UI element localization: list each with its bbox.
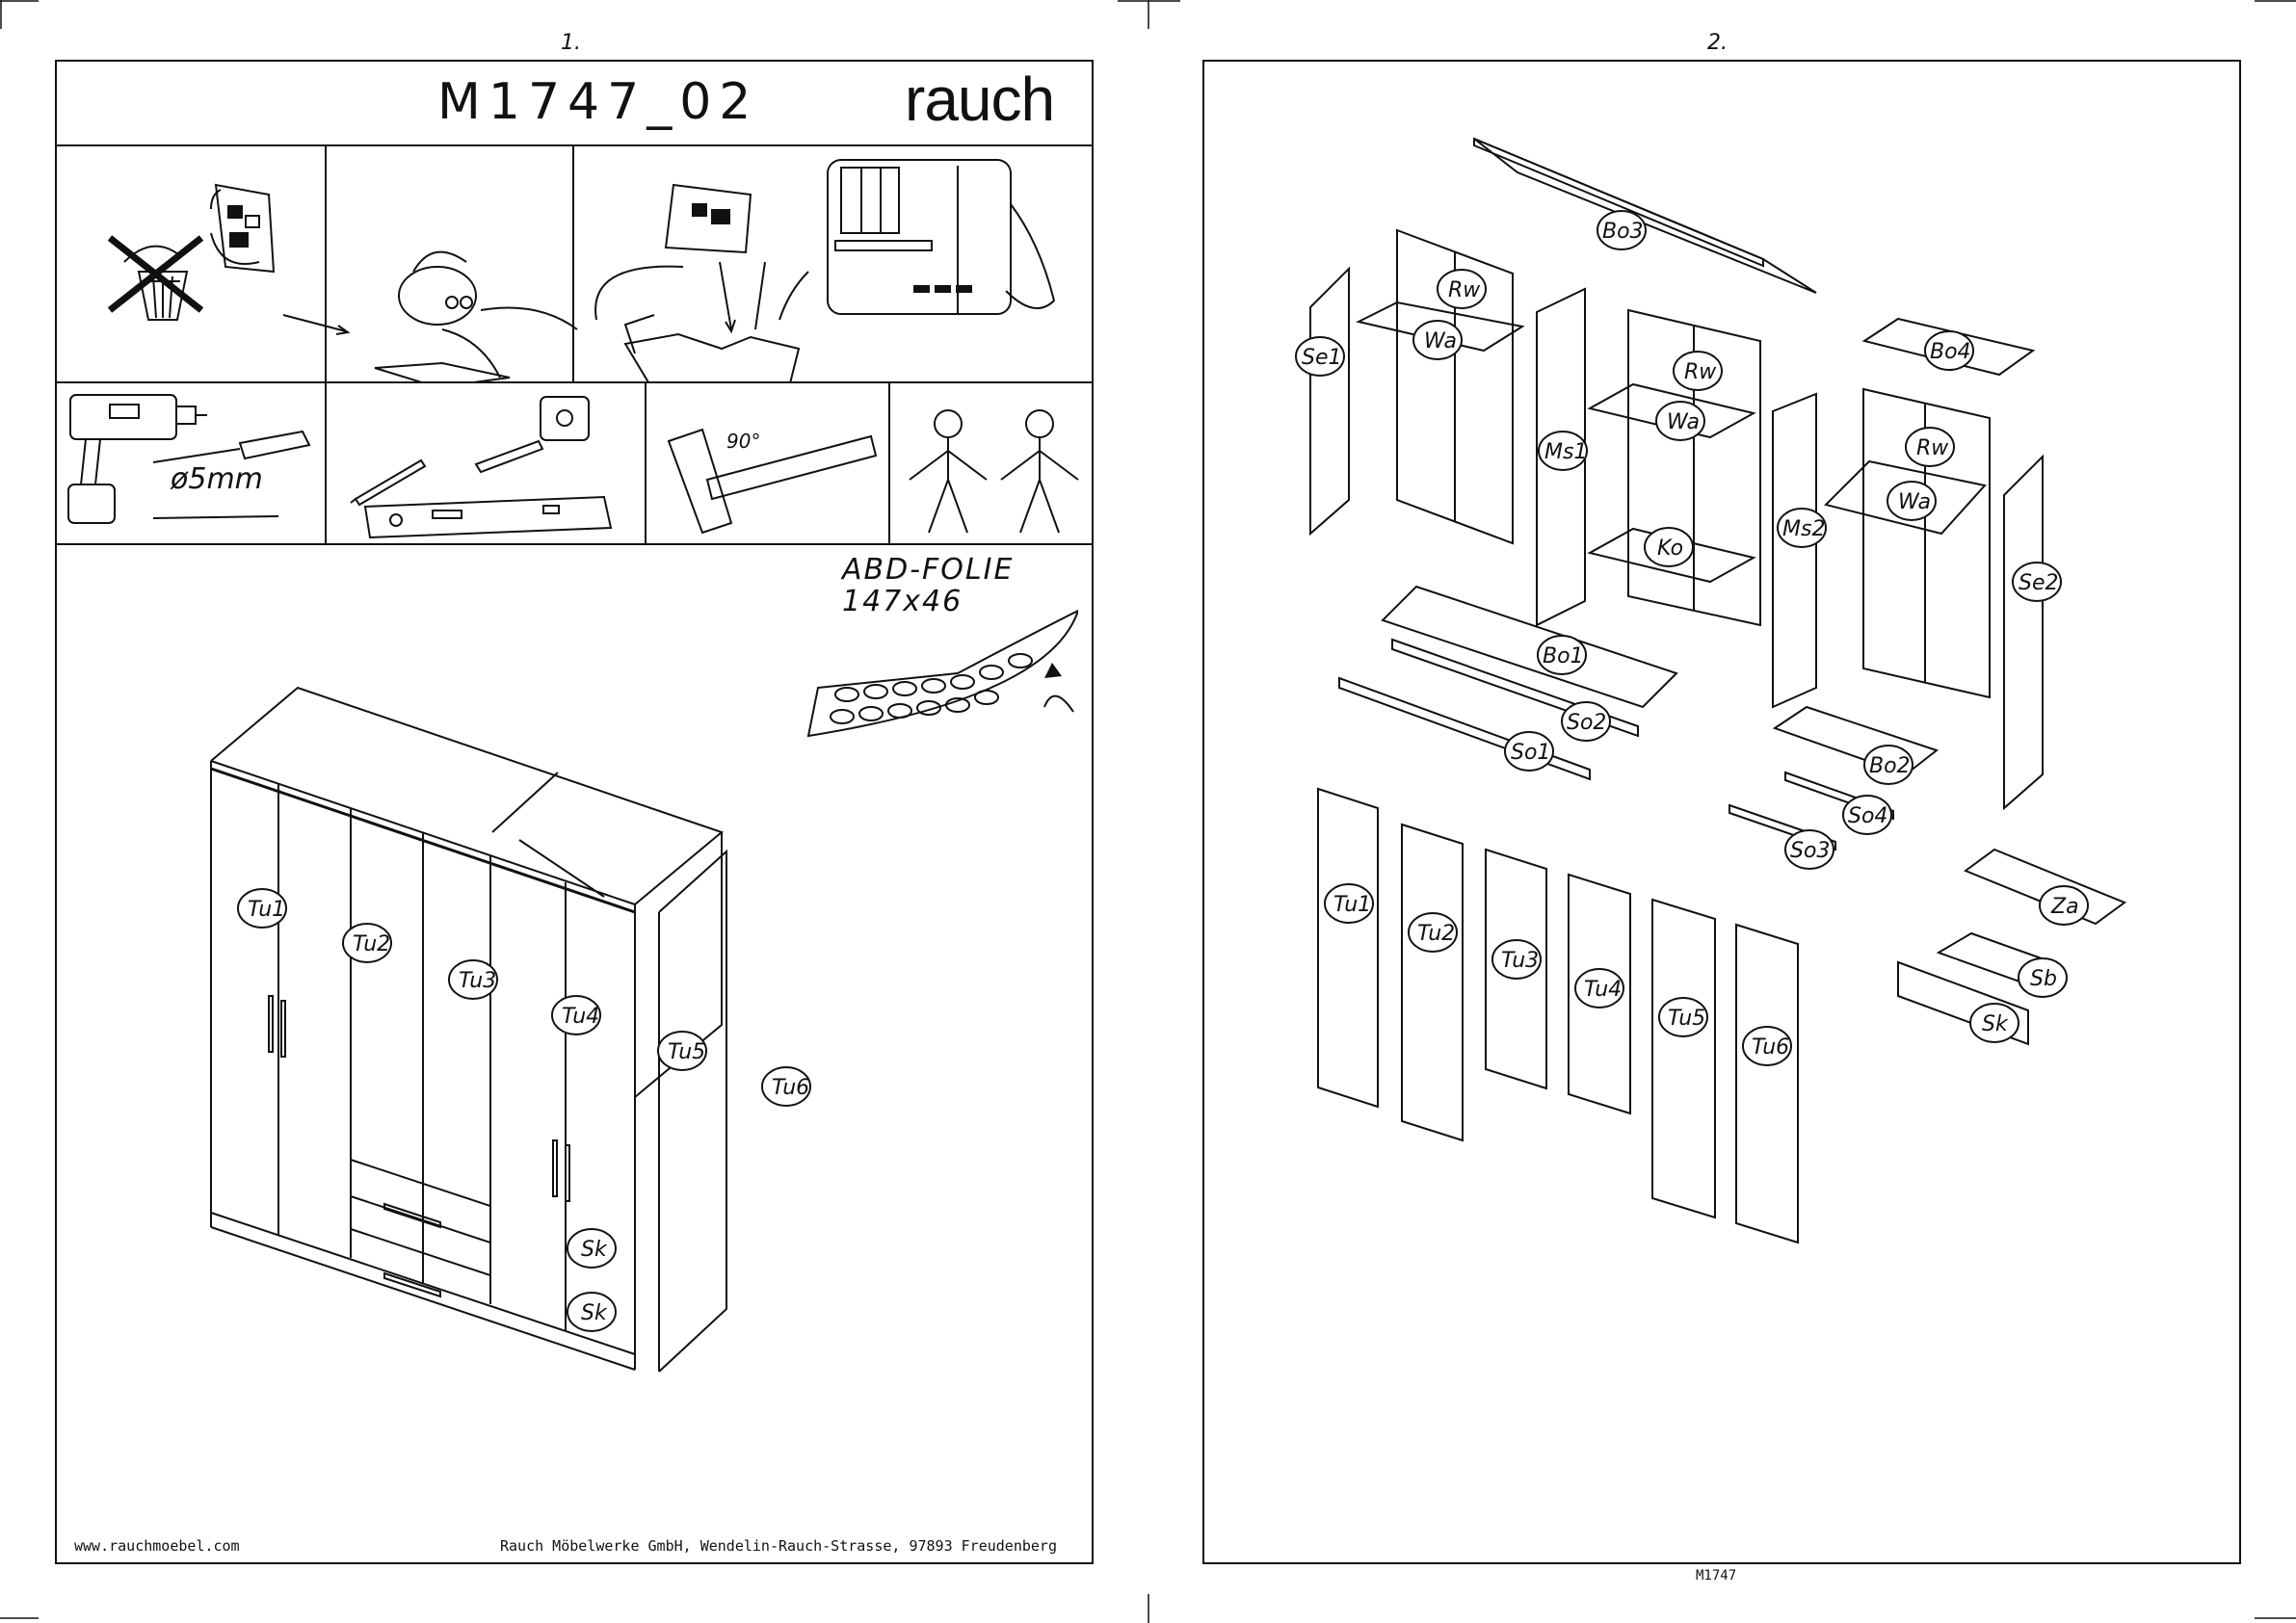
door-label-tu4: Tu4 [562, 1005, 599, 1029]
part-label-tu4: Tu4 [1584, 978, 1622, 1002]
door-label-tu6: Tu6 [772, 1076, 809, 1100]
part-label-tu5: Tu5 [1668, 1007, 1705, 1031]
part-label-wa-2: Wa [1667, 410, 1700, 434]
part-label-wa-3: Wa [1898, 490, 1931, 514]
part-label-so1: So1 [1511, 741, 1550, 765]
part-label-tu6: Tu6 [1752, 1035, 1789, 1060]
part-label-ko: Ko [1657, 537, 1683, 561]
door-label-tu3: Tu3 [459, 969, 496, 993]
part-label-ms1: Ms1 [1544, 440, 1587, 464]
door-label-tu2: Tu2 [353, 932, 390, 956]
page-number-1: 1. [561, 31, 581, 55]
part-label-so2: So2 [1567, 711, 1606, 735]
part-label-bo3: Bo3 [1602, 220, 1644, 244]
wardrobe-illustration: Tu1 Tu2 Tu3 Tu4 Tu5 Tu6 Sk Sk [57, 62, 1092, 1566]
page2-footer-code: M1747 [1696, 1568, 1736, 1584]
drawer-label-sk-2: Sk [581, 1301, 608, 1325]
part-label-tu3: Tu3 [1501, 949, 1539, 973]
part-label-wa-1: Wa [1424, 329, 1457, 353]
page-number-2: 2. [1707, 31, 1728, 55]
drawer-label-sk-1: Sk [581, 1238, 608, 1262]
part-label-bo4: Bo4 [1930, 340, 1971, 364]
part-label-ms2: Ms2 [1782, 517, 1825, 541]
company-address: Rauch Möbelwerke GmbH, Wendelin-Rauch-St… [500, 1537, 1057, 1555]
part-label-rw-2: Rw [1684, 360, 1717, 384]
part-label-so4: So4 [1848, 804, 1887, 828]
part-label-sb: Sb [2030, 967, 2057, 991]
part-label-se2: Se2 [2019, 571, 2059, 595]
page1-frame: M1747_02 rauch [55, 60, 1094, 1564]
page2-frame: Bo3 Rw Wa Se1 Ms1 Rw Wa Ko Bo4 Rw Wa Ms2… [1202, 60, 2241, 1564]
part-label-se1: Se1 [1302, 346, 1342, 370]
part-label-za: Za [2050, 895, 2079, 919]
part-label-rw-1: Rw [1448, 278, 1481, 302]
part-se1 [1310, 269, 1349, 534]
part-label-rw-3: Rw [1916, 436, 1949, 460]
part-label-sk: Sk [1982, 1012, 2009, 1036]
parts-diagram: Bo3 Rw Wa Se1 Ms1 Rw Wa Ko Bo4 Rw Wa Ms2… [1204, 62, 2239, 1562]
part-label-bo2: Bo2 [1869, 754, 1911, 778]
website-link[interactable]: www.rauchmoebel.com [74, 1537, 240, 1555]
door-label-tu1: Tu1 [248, 898, 285, 922]
part-label-tu1: Tu1 [1333, 893, 1371, 917]
door-label-tu5: Tu5 [668, 1040, 705, 1064]
part-label-so3: So3 [1790, 839, 1830, 863]
part-label-tu2: Tu2 [1417, 922, 1455, 946]
part-label-bo1: Bo1 [1543, 644, 1584, 668]
